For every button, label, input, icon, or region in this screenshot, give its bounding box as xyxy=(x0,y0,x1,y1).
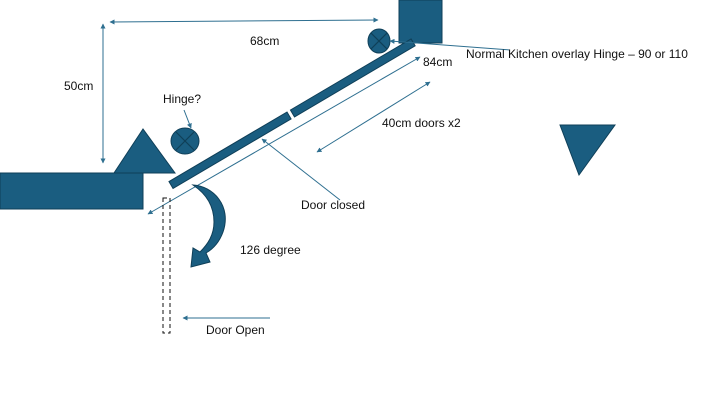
height-dimension-label: 50cm xyxy=(64,79,94,93)
hinge-note-label: Normal Kitchen overlay Hinge – 90 or 110 xyxy=(466,47,688,61)
door-closed-label: Door closed xyxy=(301,198,366,212)
door-closed-pointer xyxy=(261,138,341,201)
curved-arrow-icon xyxy=(190,184,226,268)
total-door-length-label: 84cm xyxy=(423,55,453,69)
hinge-question-label: Hinge? xyxy=(163,92,202,106)
door-panels-label: 40cm doors x2 xyxy=(382,116,461,130)
door-open-label: Door Open xyxy=(206,323,265,337)
width-dimension-arrow xyxy=(109,17,379,25)
left-triangle-shape xyxy=(113,128,176,174)
door-open-outline xyxy=(162,197,171,334)
opening-angle-label: 126 degree xyxy=(240,243,301,257)
circle-x-icon xyxy=(367,28,391,54)
hinge-question-pointer xyxy=(183,109,192,129)
circle-x-icon xyxy=(170,127,200,155)
left-cabinet-block xyxy=(0,172,144,210)
right-inverted-triangle xyxy=(559,124,616,177)
width-dimension-label: 68cm xyxy=(250,34,280,48)
panel-length-arrow xyxy=(316,81,431,153)
door-panel-upper xyxy=(289,38,416,118)
hinge-note-pointer xyxy=(389,38,511,51)
top-right-cabinet-block xyxy=(398,0,443,44)
